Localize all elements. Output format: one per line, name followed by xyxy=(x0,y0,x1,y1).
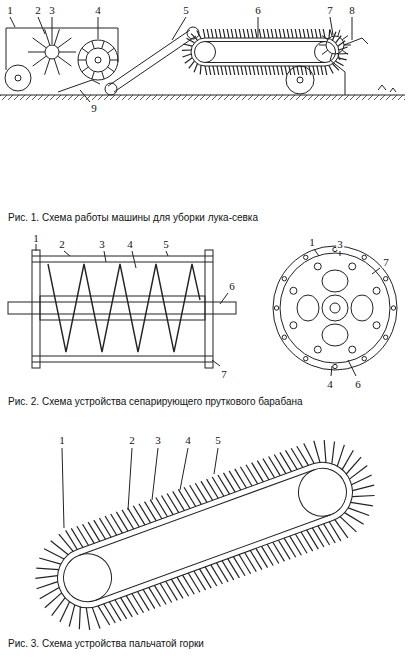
callout-number: 4 xyxy=(326,378,334,390)
callout-number: 5 xyxy=(214,434,222,446)
callout-number: 3 xyxy=(154,434,162,446)
callout-number: 6 xyxy=(254,4,262,16)
callout-number: 2 xyxy=(128,434,136,446)
callout-number: 4 xyxy=(184,434,192,446)
callout-number: 1 xyxy=(6,4,14,16)
callout-number: 8 xyxy=(348,4,356,16)
callout-number: 7 xyxy=(382,256,390,268)
callout-number: 1 xyxy=(32,232,40,244)
callout-number: 2 xyxy=(34,4,42,16)
harvester-figure xyxy=(0,17,405,102)
callout-number: 5 xyxy=(162,238,170,250)
callout-number: 4 xyxy=(126,238,134,250)
callout-number: 6 xyxy=(354,378,362,390)
callout-number: 1 xyxy=(58,434,66,446)
callout-number: 5 xyxy=(182,4,190,16)
belt xyxy=(49,454,361,616)
callout-number: 9 xyxy=(90,102,98,114)
figure-caption: Рис. 1. Схема работы машины для уборки л… xyxy=(8,212,258,223)
callout-number: 7 xyxy=(220,368,228,380)
callout-number: 3 xyxy=(336,238,344,250)
callout-number: 1 xyxy=(308,236,316,248)
callout-number: 6 xyxy=(228,280,236,292)
finger-slide-small xyxy=(182,29,348,75)
callout-number: 3 xyxy=(98,238,106,250)
figure-caption: Рис. 2. Схема устройства сепарирующего п… xyxy=(8,396,303,407)
callout-number: 4 xyxy=(94,4,102,16)
callout-number: 3 xyxy=(48,4,56,16)
callout-number: 7 xyxy=(326,4,334,16)
drum-end-view xyxy=(273,246,397,376)
reel-spokes xyxy=(28,29,351,79)
belt xyxy=(191,38,339,66)
finger-slide-figure xyxy=(21,425,390,644)
figure-caption: Рис. 3. Схема устройства пальчатой горки xyxy=(8,638,204,649)
rod-drum-figure xyxy=(8,244,236,368)
callout-number: 2 xyxy=(58,238,66,250)
